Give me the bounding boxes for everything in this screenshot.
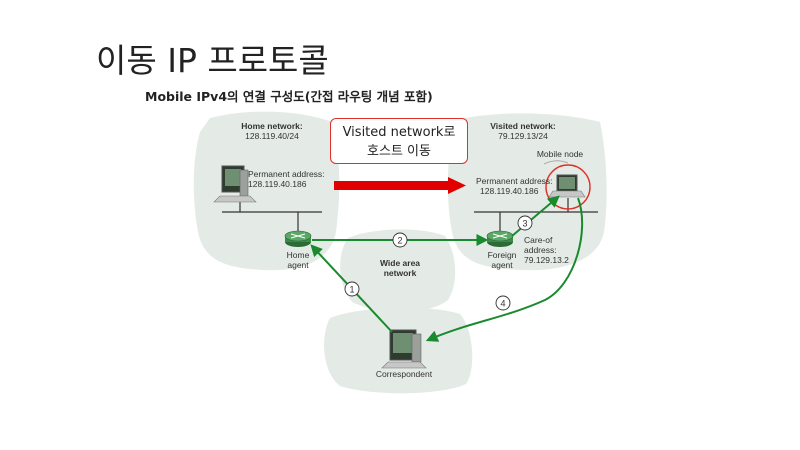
home-network-prefix: 128.119.40/24 [245, 131, 299, 141]
step-badge-2: 2 [392, 232, 408, 248]
mobile-node-highlight-circle [545, 164, 591, 210]
home-network-title: Home network: [241, 121, 303, 131]
slide-title: 이동 IP 프로토콜 [96, 41, 329, 80]
home-agent-label-line1: Home [287, 250, 310, 260]
step-badge-3: 3 [517, 215, 533, 231]
care-of-address-line2: address: [524, 245, 557, 255]
foreign-agent-router-icon [486, 230, 514, 247]
mobile-node-label: Mobile node [537, 149, 584, 159]
step-badge-1: 1 [344, 281, 360, 297]
wan-label-line2: network [384, 268, 417, 278]
care-of-address-line1: Care-of [524, 235, 553, 245]
visited-network-cloud [447, 113, 607, 271]
wan-label-line1: Wide area [380, 258, 420, 268]
home-permanent-address-value: 128.119.40.186 [248, 179, 307, 189]
wan-cloud [340, 229, 456, 312]
home-host-computer-icon [213, 165, 257, 203]
correspondent-label: Correspondent [376, 369, 433, 379]
home-network-cloud [193, 111, 340, 271]
mobile-node-move-arc-icon [543, 160, 569, 165]
callout-line-1: Visited network로 [342, 125, 456, 140]
visited-permanent-address-label: Permanent address: [476, 176, 553, 186]
care-of-address-line3: 79.129.13.2 [524, 255, 569, 265]
callout-line-2: 호스트 이동 [367, 144, 431, 159]
visited-network-title: Visited network: [490, 121, 556, 131]
step-badge-1-label: 1 [349, 285, 354, 295]
home-agent-label-line2: agent [287, 260, 309, 270]
path-step-3 [511, 195, 560, 237]
path-step-4 [425, 197, 584, 342]
foreign-agent-label-line2: agent [491, 260, 513, 270]
step-badge-3-label: 3 [522, 219, 527, 229]
home-agent-router-icon [284, 230, 312, 247]
step-badge-4: 4 [495, 295, 511, 311]
step-badge-2-label: 2 [397, 236, 402, 246]
visited-permanent-address-value: 128.119.40.186 [480, 186, 539, 196]
move-callout-box: Visited network로 호스트 이동 [330, 118, 468, 164]
visited-network-prefix: 79.129.13/24 [498, 131, 548, 141]
foreign-agent-label-line1: Foreign [488, 250, 517, 260]
step-badge-4-label: 4 [500, 299, 505, 309]
host-move-arrow [334, 177, 466, 194]
diagram-subtitle: Mobile IPv4의 연결 구성도(간접 라우팅 개념 포함) [145, 89, 433, 104]
home-permanent-address-label: Permanent address: [248, 169, 325, 179]
correspondent-computer-icon [381, 329, 427, 369]
